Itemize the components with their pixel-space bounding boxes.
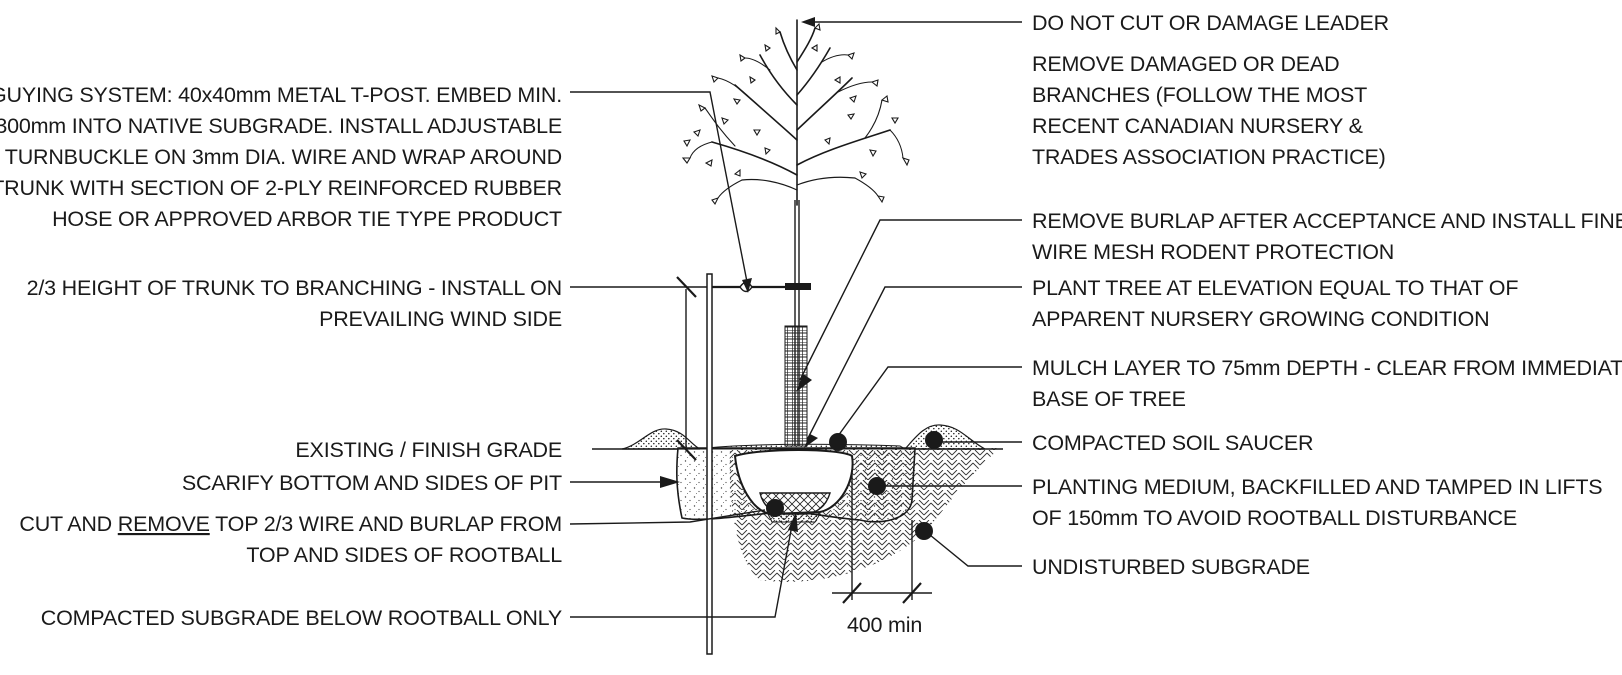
saucer-note: COMPACTED SOIL SAUCER <box>1032 431 1313 455</box>
branches-note-line-4: TRADES ASSOCIATION PRACTICE) <box>1032 145 1386 169</box>
dimension-label: 400 min <box>847 613 922 637</box>
right-saucer-mound <box>903 424 986 450</box>
planting-note-line-1: PLANTING MEDIUM, BACKFILLED AND TAMPED I… <box>1032 475 1602 499</box>
burlap-note-line-1: REMOVE BURLAP AFTER ACCEPTANCE AND INSTA… <box>1032 209 1622 233</box>
grade-note: EXISTING / FINISH GRADE <box>295 438 562 462</box>
arbor-tie <box>785 283 811 290</box>
scarify-note: SCARIFY BOTTOM AND SIDES OF PIT <box>182 471 562 495</box>
elevation-note-line-1: PLANT TREE AT ELEVATION EQUAL TO THAT OF <box>1032 276 1518 300</box>
note-markers <box>766 431 943 540</box>
guying-note-line-5: HOSE OR APPROVED ARBOR TIE TYPE PRODUCT <box>52 207 562 231</box>
guying-note-line-1: GUYING SYSTEM: 40x40mm METAL T-POST. EMB… <box>0 83 562 107</box>
mulch-note-line-1: MULCH LAYER TO 75mm DEPTH - CLEAR FROM I… <box>1032 356 1622 380</box>
metal-t-post <box>706 273 713 655</box>
branches-note-line-1: REMOVE DAMAGED OR DEAD <box>1032 52 1339 76</box>
guying-note-line-3: TURNBUCKLE ON 3mm DIA. WIRE AND WRAP ARO… <box>5 145 562 169</box>
cut-note-line-2: TOP AND SIDES OF ROOTBALL <box>246 543 562 567</box>
soil-section <box>592 424 1003 582</box>
height-note-line-1: 2/3 HEIGHT OF TRUNK TO BRANCHING - INSTA… <box>27 276 562 300</box>
guying-note-line-2: 300mm INTO NATIVE SUBGRADE. INSTALL ADJU… <box>0 114 562 138</box>
branches-note-line-3: RECENT CANADIAN NURSERY & <box>1032 114 1363 138</box>
cut-note-line-1: CUT AND REMOVE TOP 2/3 WIRE AND BURLAP F… <box>19 512 562 536</box>
height-note-line-2: PREVAILING WIND SIDE <box>319 307 562 331</box>
leader-note: DO NOT CUT OR DAMAGE LEADER <box>1032 11 1389 35</box>
planting-note-line-2: OF 150mm TO AVOID ROOTBALL DISTURBANCE <box>1032 506 1517 530</box>
left-annotations: GUYING SYSTEM: 40x40mm METAL T-POST. EMB… <box>0 83 562 630</box>
guying-arrow <box>742 278 752 293</box>
right-annotations: DO NOT CUT OR DAMAGE LEADER REMOVE DAMAG… <box>1032 11 1622 579</box>
burlap-arrow <box>796 374 812 392</box>
elevation-note-line-2: APPARENT NURSERY GROWING CONDITION <box>1032 307 1490 331</box>
tree <box>681 17 910 447</box>
leader-lines <box>569 21 1022 618</box>
tree-branches <box>689 19 904 206</box>
trunk-wrap <box>784 325 808 447</box>
scarify-arrow <box>660 476 680 488</box>
burlap-note-line-2: WIRE MESH RODENT PROTECTION <box>1032 240 1394 264</box>
dimension-400: 400 min <box>832 470 932 637</box>
leader-arrow <box>801 17 815 27</box>
remove-underlined: REMOVE <box>118 512 210 536</box>
guying-note-line-4: TRUNK WITH SECTION OF 2-PLY REINFORCED R… <box>0 176 562 200</box>
compacted-arrow <box>788 512 798 532</box>
branches-note-line-2: BRANCHES (FOLLOW THE MOST <box>1032 83 1367 107</box>
left-saucer-mound <box>621 428 701 450</box>
undisturbed-note: UNDISTURBED SUBGRADE <box>1032 555 1310 579</box>
tree-leaves <box>681 22 910 206</box>
mulch-note-line-2: BASE OF TREE <box>1032 387 1186 411</box>
compacted-subgrade-note: COMPACTED SUBGRADE BELOW ROOTBALL ONLY <box>41 606 562 630</box>
elevation-arrow <box>804 434 818 448</box>
